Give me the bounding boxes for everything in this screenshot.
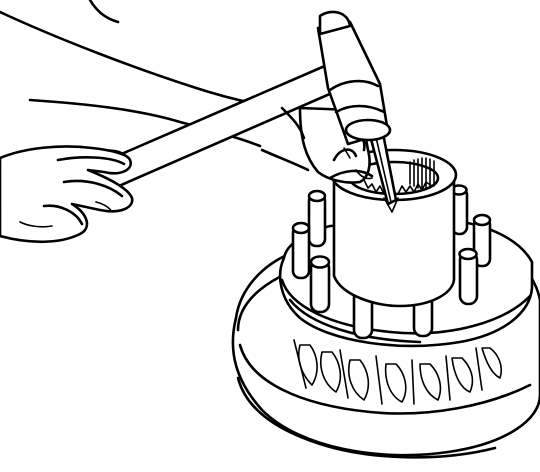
wheel-stud bbox=[472, 213, 492, 268]
hub-splines bbox=[363, 157, 435, 195]
wheel-stud bbox=[458, 247, 479, 306]
sleeve-cuff bbox=[260, 106, 310, 172]
wheel-stud bbox=[291, 221, 311, 280]
hand-icon bbox=[0, 145, 134, 244]
wheel-stud bbox=[307, 189, 327, 248]
hammer-icon bbox=[78, 10, 392, 198]
wheel-stud bbox=[309, 255, 331, 314]
